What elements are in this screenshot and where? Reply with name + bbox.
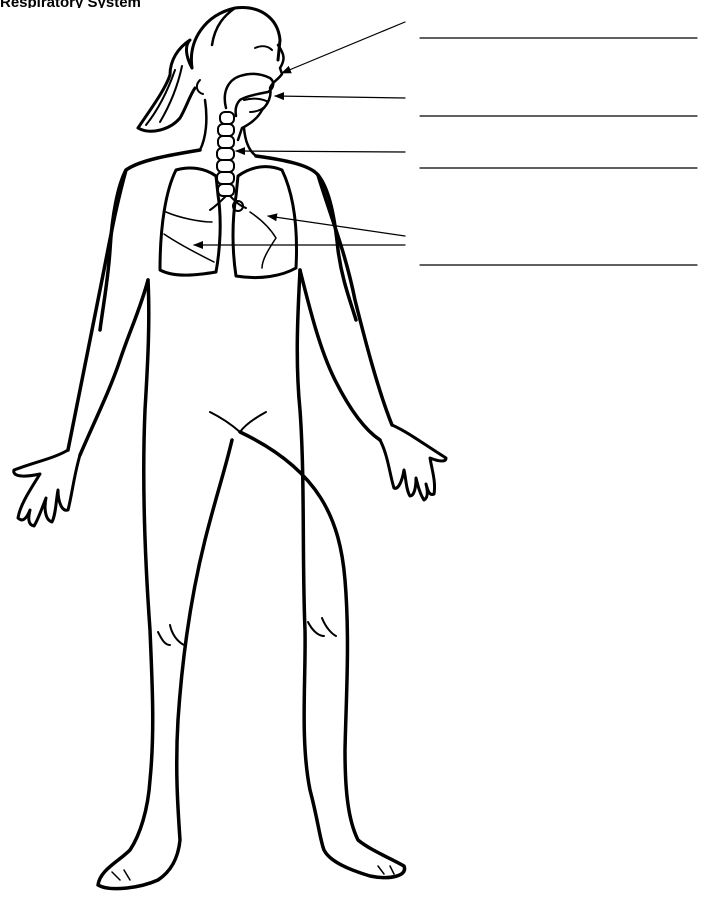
pointer-nose	[282, 22, 405, 73]
hair	[138, 8, 280, 132]
right-leg	[240, 270, 405, 878]
left-arm	[68, 170, 148, 455]
nasal-cavity	[225, 74, 273, 116]
left-leg	[98, 280, 232, 889]
mouth-cavity	[244, 99, 268, 112]
bronchi	[210, 196, 246, 210]
right-arm	[300, 175, 392, 440]
trachea	[217, 112, 234, 196]
left-hand	[14, 450, 80, 526]
pointer-trachea	[236, 151, 405, 152]
answer-lines	[420, 38, 697, 265]
right-hand	[380, 425, 446, 500]
airway	[210, 74, 273, 211]
right-lung	[233, 167, 296, 278]
pointer-mouth	[275, 96, 405, 98]
